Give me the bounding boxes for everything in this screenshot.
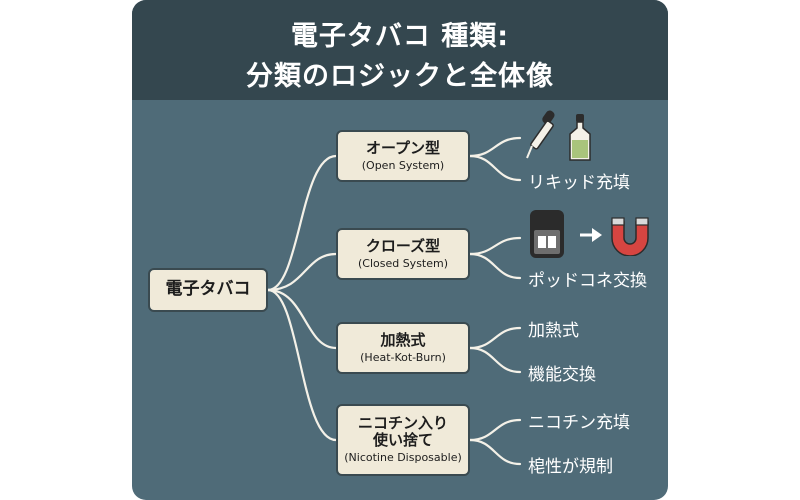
connector-root-heat (266, 288, 338, 350)
connector-open-icons (468, 136, 522, 158)
leaf-disposable-1: ニコチン充填 (528, 413, 630, 433)
connector-open-leaf (468, 154, 522, 182)
branch-label: ニコチン入り (357, 413, 448, 432)
root-label: 電子タバコ (165, 279, 251, 300)
branch-nicotine-disposable: ニコチン入り 使い捨て (Nicotine Disposable) (336, 404, 470, 476)
connector-heat-leaf-2 (468, 346, 522, 374)
connector-disposable-leaf-1 (468, 418, 522, 442)
branch-closed-system: クローズ型 (Closed System) (336, 228, 470, 280)
magnet-icon (611, 217, 649, 256)
branch-sublabel: (Open System) (361, 158, 445, 172)
branch-label-2: 使い捨て (372, 431, 433, 450)
title-line-1: 電子タバコ 種類: (290, 21, 510, 52)
connector-root-open (266, 154, 338, 292)
connector-root-closed (266, 252, 338, 292)
connector-closed-leaf (468, 252, 522, 280)
branch-heat: 加熱式 (Heat-Kot-Burn) (336, 322, 470, 374)
branch-label: クローズ型 (365, 236, 441, 255)
branch-sublabel: (Heat-Kot-Burn) (360, 350, 446, 364)
title-line-2: 分類のロジックと全体像 (246, 61, 554, 92)
connector-closed-icons (468, 236, 522, 256)
connector-heat-leaf-1 (468, 326, 522, 350)
arrow-right-icon (580, 228, 602, 242)
branch-sublabel: (Nicotine Disposable) (344, 451, 462, 465)
leaf-heat-1: 加熱式 (528, 321, 579, 341)
leaf-open-1: リキッド充填 (528, 173, 630, 193)
leaf-heat-2: 機能交換 (528, 365, 596, 385)
branch-label: オープン型 (365, 138, 441, 157)
branch-sublabel: (Closed System) (357, 256, 449, 270)
dropper-icon (526, 110, 555, 159)
connector-root-disposable (266, 288, 338, 442)
pod-cartridge-icon (530, 210, 564, 258)
root-node: 電子タバコ (148, 268, 268, 312)
leaf-disposable-2: 梍性が規制 (528, 457, 613, 477)
leaf-closed-1: ポッドコネ交換 (528, 271, 647, 291)
connector-disposable-leaf-2 (468, 438, 522, 466)
title-header: 電子タバコ 種類: 分類のロジックと全体像 (132, 0, 668, 100)
liquid-bottle-icon (569, 114, 591, 161)
branch-open-system: オープン型 (Open System) (336, 130, 470, 182)
branch-label: 加熱式 (380, 330, 426, 349)
